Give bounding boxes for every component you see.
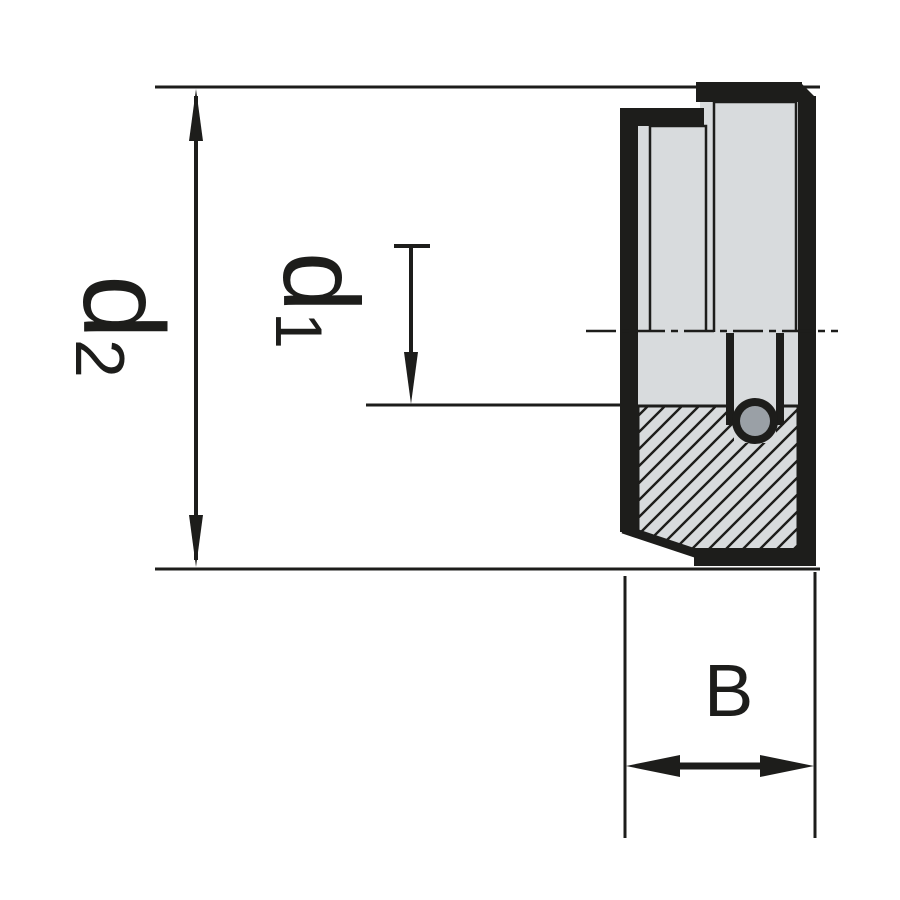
pocket-wall-right: [776, 333, 784, 425]
part-raised-cap: [696, 82, 802, 102]
detent-ball: [740, 406, 770, 436]
part-left-wall: [620, 108, 638, 532]
label-b: B: [704, 649, 753, 732]
d2-arrow-up-icon: [189, 89, 203, 141]
d1-arrow-down-icon: [404, 352, 418, 404]
label-d1: d1: [261, 252, 382, 349]
part-bottom-band: [694, 548, 816, 566]
b-arrow-right-icon: [760, 755, 814, 777]
chamfer-edge: [621, 524, 703, 560]
label-d2: d2: [59, 275, 187, 378]
part-interior-fill-upper: [700, 102, 798, 126]
part-cross-section: [620, 82, 816, 566]
pocket-wall-left: [726, 333, 734, 425]
part-top-band: [620, 108, 704, 126]
d2-arrow-down-icon: [189, 515, 203, 567]
b-arrow-left-icon: [626, 755, 680, 777]
